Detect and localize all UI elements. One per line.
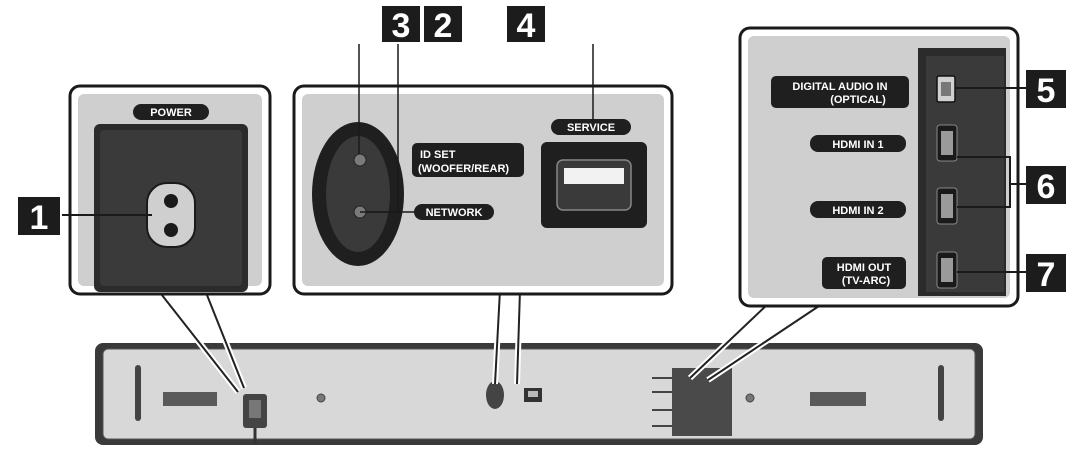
badge-1: [18, 197, 60, 235]
hdmi-in-1-label: HDMI IN 1: [832, 139, 883, 151]
badge-5: [1026, 70, 1066, 108]
badge-3-number: 3: [392, 7, 411, 45]
badge-7: [1026, 254, 1066, 292]
power-panel: POWER: [68, 84, 272, 296]
network-label: NETWORK: [426, 207, 483, 219]
badge-1-number: 1: [30, 199, 49, 237]
left-slot: [135, 365, 141, 421]
badge-2-number: 2: [434, 7, 453, 45]
screw-left: [316, 393, 326, 403]
power-label: POWER: [150, 107, 192, 119]
id-set-label-1: ID SET: [420, 149, 456, 161]
bar-port-block: [672, 368, 732, 436]
badge-5-number: 5: [1037, 72, 1056, 110]
right-slot: [938, 365, 944, 421]
screw-right: [745, 393, 755, 403]
optical-label-2: (OPTICAL): [830, 94, 886, 106]
ports-panel: DIGITAL AUDIO IN (OPTICAL) HDMI IN 1 HDM…: [738, 26, 1020, 308]
center-panel: ID SET (WOOFER/REAR) NETWORK SERVICE: [292, 84, 674, 296]
bar-id-set-button: [486, 381, 504, 409]
id-set-button: [353, 153, 367, 167]
badge-6: [1026, 166, 1066, 204]
hdmi-out-label-1: HDMI OUT: [837, 262, 892, 274]
callout-lines-dark: [157, 289, 826, 393]
hdmi-out-label-2: (TV-ARC): [842, 275, 891, 287]
badge-4: [507, 6, 545, 42]
badge-3: [382, 6, 420, 42]
right-vent: [810, 392, 866, 406]
optical-label-1: DIGITAL AUDIO IN: [792, 81, 887, 93]
service-label: SERVICE: [567, 122, 615, 134]
hdmi-in-2-label: HDMI IN 2: [832, 205, 883, 217]
badge-7-number: 7: [1037, 256, 1056, 294]
soundbar-body: [95, 343, 983, 445]
badge-2: [424, 6, 462, 42]
power-socket: [146, 182, 196, 248]
left-vent: [163, 392, 217, 406]
badge-4-number: 4: [517, 7, 536, 45]
id-set-label-2: (WOOFER/REAR): [418, 163, 509, 175]
badge-6-number: 6: [1037, 168, 1056, 206]
